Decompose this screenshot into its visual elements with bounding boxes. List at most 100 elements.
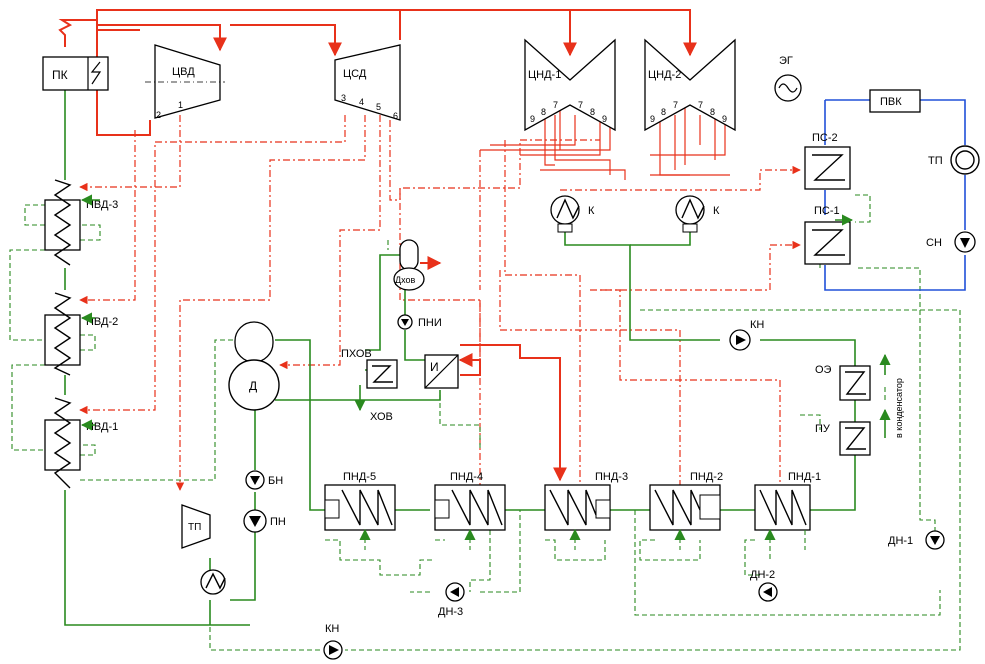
label-pnd4: ПНД-4 [450, 471, 483, 483]
cnd1-stage-8b: 8 [590, 107, 595, 117]
label-to-condenser: в конденсатор [894, 378, 904, 438]
lp-heater-2: ПНД-2 [649, 471, 723, 531]
label-k1: К [588, 205, 595, 217]
lp-heater-3: ПНД-3 [544, 471, 628, 531]
cnd2-stage-7a: 7 [673, 100, 678, 110]
feedwater-lines [64, 90, 891, 626]
label-pvk: ПВК [880, 96, 902, 108]
network-water-lines [824, 99, 966, 291]
lp-turbine-2: ЦНД-2 9 8 7 7 8 9 [644, 38, 736, 132]
cnd1-stage-7b: 7 [578, 100, 583, 110]
feed-pump: ПН [243, 509, 286, 533]
condenser-2: К [675, 195, 720, 233]
cnd1-stage-7a: 7 [553, 100, 558, 110]
extraction-steam-lines [79, 115, 801, 496]
lp-exhaust-lines [420, 105, 730, 482]
label-phov: ПХОВ [341, 348, 372, 360]
condensate-pump-top: КН [729, 319, 764, 351]
condenser-1: К [550, 195, 595, 233]
label-ps2: ПС-2 [812, 132, 838, 144]
lp-heater-1: ПНД-1 [754, 471, 821, 531]
label-k2: К [713, 205, 720, 217]
water-preheater: ПХОВ ХОВ [341, 348, 398, 423]
live-steam-lines [58, 9, 697, 136]
label-kn-bottom: КН [325, 623, 339, 635]
gland-cooler: ПУ [815, 421, 871, 456]
label-dn3: ДН-3 [438, 606, 463, 618]
cnd1-stage-9b: 9 [602, 114, 607, 124]
label-pnd5: ПНД-5 [343, 471, 376, 483]
label-dn2: ДН-2 [750, 569, 775, 581]
cnd2-stage-8b: 8 [710, 107, 715, 117]
heat-consumer: ТП [928, 145, 980, 175]
condensate-pump-bottom: КН [323, 623, 343, 660]
csd-stage-4: 4 [359, 97, 364, 107]
deaerator: Д [228, 321, 280, 411]
booster-pump: БН [245, 470, 283, 490]
network-pump: СН [926, 231, 976, 253]
hp-heater-1: ПВД-1 [44, 397, 118, 489]
cnd1-stage-9a: 9 [530, 114, 535, 124]
ejector-cooler: ОЭ [815, 364, 871, 401]
label-kn-top: КН [750, 319, 764, 331]
drain-lines [9, 194, 961, 651]
cnd2-stage-9b: 9 [722, 114, 727, 124]
steam-boiler: ПК [42, 56, 109, 91]
label-d: Д [249, 379, 257, 393]
cvd-stage-2: 2 [156, 110, 161, 120]
hp-heater-3: ПВД-3 [44, 179, 118, 266]
label-cnd1: ЦНД-1 [528, 69, 561, 81]
evaporator: И [424, 354, 459, 389]
network-heater-2: ПС-2 [804, 132, 851, 190]
csd-stage-6: 6 [393, 111, 398, 121]
label-sn: СН [926, 237, 942, 249]
cnd2-stage-8a: 8 [661, 107, 666, 117]
hp-turbine: ЦВД 1 2 [145, 44, 225, 120]
label-tp: ТП [188, 522, 201, 533]
label-pn: ПН [270, 516, 286, 528]
label-pnd3: ПНД-3 [595, 471, 628, 483]
lp-heater-5: ПНД-5 [324, 471, 396, 531]
label-bn: БН [268, 475, 283, 487]
evaporator-feed-pump: ПНИ [397, 314, 442, 330]
peak-water-boiler: ПВК [869, 89, 921, 113]
label-oe: ОЭ [815, 364, 832, 376]
electric-generator: ЭГ [774, 55, 802, 102]
ip-turbine: ЦСД 3 4 5 6 [334, 44, 401, 121]
label-cnd2: ЦНД-2 [648, 69, 681, 81]
label-dn1: ДН-1 [888, 535, 913, 547]
lp-heater-4: ПНД-4 [434, 471, 506, 531]
label-csd: ЦСД [343, 68, 367, 80]
network-heater-1: ПС-1 [804, 205, 851, 265]
cnd1-stage-8a: 8 [541, 107, 546, 117]
drain-pump-1: ДН-1 [888, 530, 945, 550]
label-eg: ЭГ [779, 55, 793, 67]
drain-pump-2: ДН-2 [750, 569, 778, 602]
label-hov: ХОВ [370, 411, 393, 423]
label-pni: ПНИ [418, 317, 442, 329]
hp-heater-2: ПВД-2 [44, 292, 118, 376]
water-deaerator: Дхов [393, 239, 425, 291]
label-pnd1: ПНД-1 [788, 471, 821, 483]
cvd-stage-1: 1 [178, 100, 183, 110]
drive-turbine-condenser [200, 569, 226, 595]
label-cvd: ЦВД [172, 66, 195, 78]
lp-turbine-1: ЦНД-1 9 8 7 7 8 9 [524, 38, 616, 132]
label-ps1: ПС-1 [814, 205, 840, 217]
drain-pump-3: ДН-3 [438, 582, 465, 618]
label-pvd2: ПВД-2 [86, 316, 118, 328]
drive-turbine: ТП [181, 504, 211, 549]
csd-stage-3: 3 [341, 93, 346, 103]
label-pvd1: ПВД-1 [86, 421, 118, 433]
cnd2-stage-7b: 7 [698, 100, 703, 110]
csd-stage-5: 5 [376, 102, 381, 112]
label-tp-net: ТП [928, 155, 943, 167]
label-dhov: Дхов [395, 275, 415, 285]
cnd2-stage-9a: 9 [650, 114, 655, 124]
drain-arrows [80, 194, 854, 550]
label-pvd3: ПВД-3 [86, 199, 118, 211]
label-i: И [430, 360, 439, 374]
label-pu: ПУ [815, 423, 831, 435]
label-pnd2: ПНД-2 [690, 471, 723, 483]
